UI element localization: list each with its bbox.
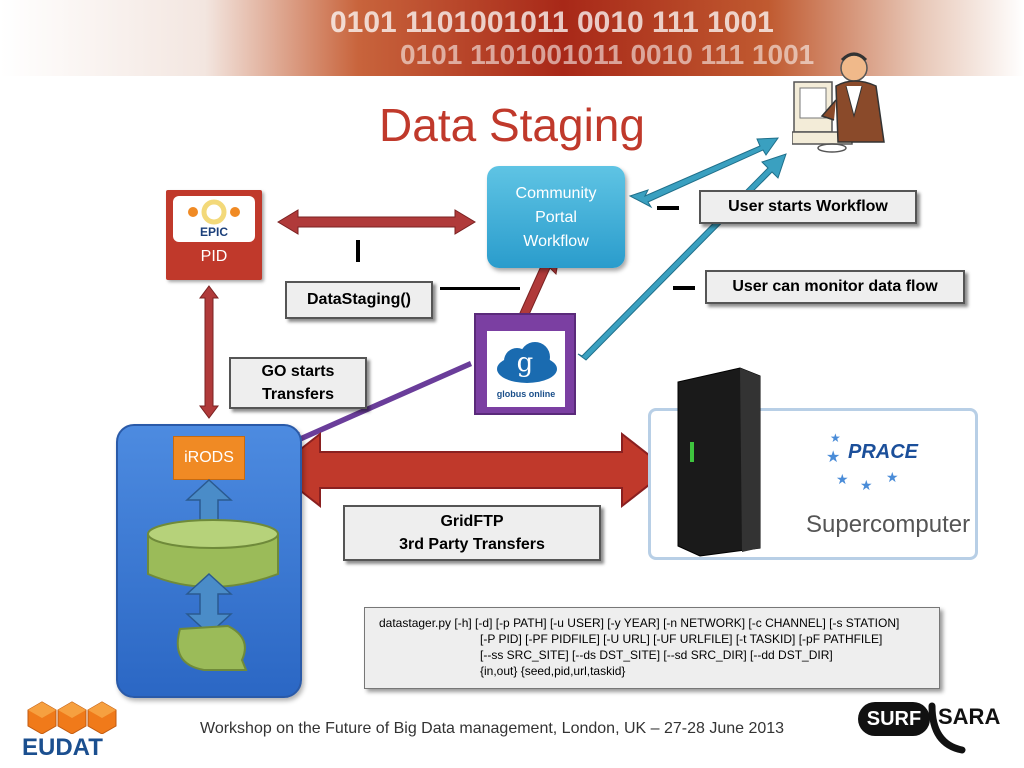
callout-gridftp-line-1: GridFTP [440,513,504,530]
portal-label-line-3: Workflow [523,233,589,250]
callout-user-monitor: User can monitor data flow [705,270,965,304]
surf-logo-swoosh [928,702,966,754]
prace-logo: PRACE ★ ★ ★ ★ ★ [826,431,919,494]
binary-banner-graphic: 0101 1101001011 0010 111 1001 0101 11010… [0,0,1024,76]
command-line-1: datastager.py [-h] [-d] [-p PATH] [-u US… [379,616,900,630]
callout-gridftp-line-2: 3rd Party Transfers [399,536,545,553]
connector-line-datastaging [440,287,520,290]
prace-text: PRACE [848,441,919,463]
epic-logo: EPIC [173,196,255,242]
user-at-computer-icon [792,52,885,153]
command-line-2: [-P PID] [-PF PIDFILE] [-U URL] [-UF URL… [480,632,883,646]
eudat-logo-text: EUDAT [22,734,103,761]
arrow-pid-portal [277,209,476,235]
callout-user-starts-text: User starts Workflow [728,198,888,215]
pid-label: PID [200,248,228,265]
eudat-logo-cubes [27,701,117,734]
supercomputer-graphic: PRACE ★ ★ ★ ★ ★ [677,367,919,557]
callout-datastaging: DataStaging() [285,281,433,319]
star-icon-2: ★ [836,472,849,488]
sara-logo-text: SARA [938,704,1001,729]
surf-logo-text: SURF [866,707,922,730]
portal-label-line-2: Portal [535,209,577,226]
callout-go-starts-line-1: GO starts [261,363,335,380]
callout-gridftp: GridFTP 3rd Party Transfers [343,505,601,561]
callout-go-starts-line-2: Transfers [261,386,335,403]
pid-node: EPIC PID [166,190,262,280]
star-icon-5: ★ [830,431,841,445]
banner-binary-text: 0101 1101001011 0010 111 1001 [330,6,774,39]
globus-logo: g globus online [487,331,565,407]
arrow-portal-user [628,137,779,209]
irods-storage-graphic [147,478,279,671]
slide-footer: Workshop on the Future of Big Data manag… [200,720,785,737]
cloud-icon: g globus online [497,342,557,399]
irods-label: iRODS [173,436,245,480]
callout-user-starts-workflow: User starts Workflow [699,190,917,224]
command-usage-box: datastager.py [-h] [-d] [-p PATH] [-u US… [364,607,940,689]
surf-logo: SURF [858,702,930,736]
arrow-globus-irods [286,361,472,446]
globus-glyph: g [517,348,534,378]
epic-logo-icon: EPIC [188,199,240,239]
connector-tick-user-starts [657,206,679,210]
epic-text: EPIC [200,225,228,239]
callout-go-starts-transfers: GO starts Transfers [229,357,367,409]
star-icon: ★ [826,447,840,466]
supercomputer-label: Supercomputer [806,511,971,538]
command-line-4: {in,out} {seed,pid,url,taskid} [480,664,626,678]
callout-user-monitor-text: User can monitor data flow [732,278,938,295]
connector-tick-user-monitor [673,286,695,290]
portal-label-line-1: Community [515,185,597,202]
arrow-irods-supercomputer [272,431,670,509]
command-line-3: [--ss SRC_SITE] [--ds DST_SITE] [--sd SR… [480,648,833,662]
callout-datastaging-text: DataStaging() [307,291,411,308]
header-banner: 0101 1101001011 0010 111 1001 0101 11010… [0,0,1024,76]
connector-tick-vertical [356,240,360,262]
globus-online-node: g globus online [474,313,576,415]
globus-text: globus online [497,389,556,399]
arrow-pid-irods [199,285,219,419]
data-object-icon [176,624,248,671]
banner-binary-text-2: 0101 1101001011 0010 111 1001 [400,39,814,70]
community-portal-node: Community Portal Workflow [487,166,625,268]
star-icon-4: ★ [886,470,899,486]
slide-title: Data Staging [379,99,645,151]
star-icon-3: ★ [860,478,873,494]
